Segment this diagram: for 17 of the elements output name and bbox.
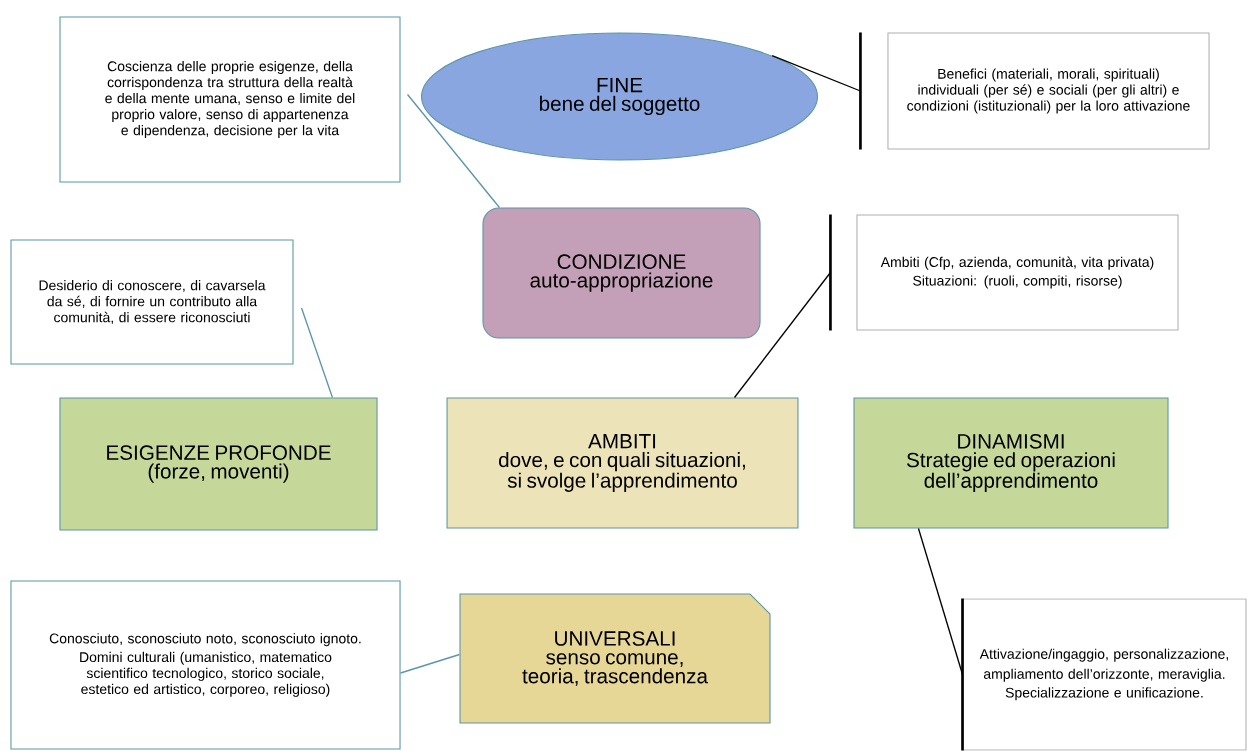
concept-box: CONDIZIONE auto-appropriazione bbox=[482, 207, 761, 339]
concept-box: DINAMISMI Strategie ed operazioni dell’apprendimento bbox=[853, 397, 1169, 529]
leader-line bbox=[300, 307, 334, 399]
concept-box: ESIGENZE PROFONDE (forze, moventi) bbox=[59, 397, 378, 531]
note-box: Benefici (materiali, morali, spirituali) individuali (per sé) e sociali (per gli altri) e condizioni (istituzionali) per la loro attivazione bbox=[887, 32, 1210, 150]
note-box: Conosciuto, sconosciuto noto, sconosciuto ignoto. Domini culturali (umanistico, matematico scientifico tecnologico, storico sociale, estetico ed artistico, corporeo, religioso) bbox=[10, 580, 401, 750]
leader-line bbox=[406, 93, 501, 209]
leader-line bbox=[917, 527, 964, 676]
concept-box: AMBITI dove, e con quali situazioni, si svolge l’apprendimento bbox=[446, 397, 799, 529]
note-box: Attivazione/ingaggio, personalizzazione, ampliamento dell’orizzonte, meraviglia. Specializzazione e unificazione. bbox=[962, 598, 1247, 751]
note-box: Ambiti (Cfp, azienda, comunità, vita privata) Situazioni: (ruoli, compiti, risorse) bbox=[856, 214, 1179, 331]
leader-line bbox=[771, 54, 862, 92]
leader-line bbox=[733, 271, 832, 399]
note-box: Desiderio di conoscere, di cavarsela da sé, di fornire un contributo alla comunità, di essere riconosciuti bbox=[10, 239, 294, 365]
leader-line bbox=[399, 653, 461, 674]
concept-box: UNIVERSALI senso comune, teoria, trascendenza bbox=[459, 593, 771, 724]
note-box: Coscienza delle proprie esigenze, della corrispondenza tra struttura della realtà e della mente umana, senso e limite del proprio valore, senso di appartenenza e dipendenza, decisione per la vita bbox=[59, 16, 401, 183]
